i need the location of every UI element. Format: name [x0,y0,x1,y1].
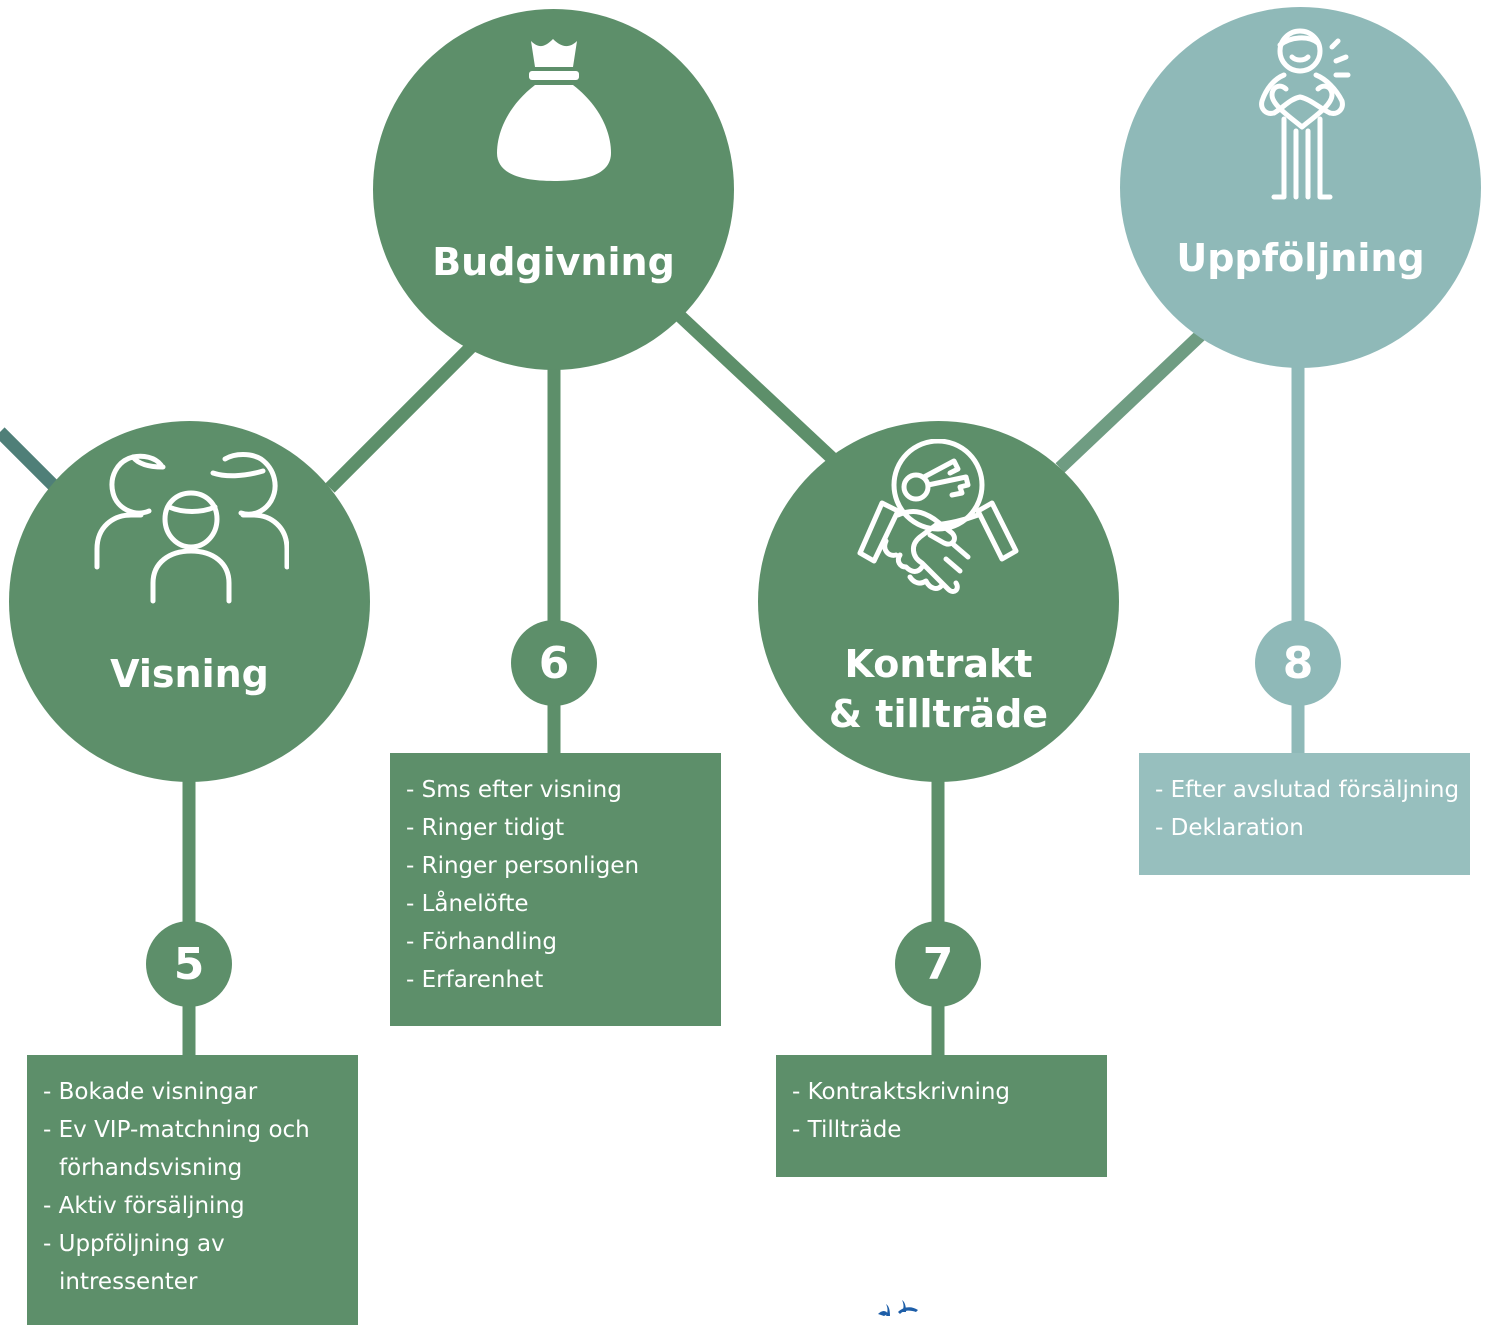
happy-person-icon [1259,28,1351,200]
step-title-kontrakt-line2: & tillträde [828,692,1049,736]
list-item: - Bokade visningar [43,1079,258,1105]
list-item: - Ringer tidigt [406,815,565,841]
list-item: - Kontraktskrivning [792,1079,1011,1105]
step-circle-uppfoljning: Uppföljning [1120,7,1481,368]
list-item: intressenter [59,1269,198,1295]
step-number-5: 5 [146,921,232,1007]
step-title-budgivning: Budgivning [432,240,675,284]
step-details-uppfoljning: - Efter avslutad försäljning - Deklarati… [1139,753,1470,875]
step-circle-visning: Visning [9,421,370,782]
birds-logo-icon [878,1300,918,1316]
list-item: - Uppföljning av [43,1231,225,1257]
people-group-icon [94,452,289,604]
step-number-8: 8 [1255,620,1341,706]
step-details-visning: - Bokade visningar - Ev VIP-matchning oc… [27,1055,358,1325]
step-details-budgivning: - Sms efter visning - Ringer tidigt - Ri… [390,753,721,1026]
list-item: - Ev VIP-matchning och [43,1117,310,1143]
list-item: - Förhandling [406,929,557,955]
step-details-kontrakt: - Kontraktskrivning - Tillträde [776,1055,1107,1177]
step-title-uppfoljning: Uppföljning [1176,236,1425,280]
list-item: - Efter avslutad försäljning [1155,777,1460,803]
list-item: - Lånelöfte [406,891,529,917]
step-number-7: 7 [895,921,981,1007]
step-title-kontrakt-line1: Kontrakt [844,642,1033,686]
list-item: - Aktiv försäljning [43,1193,245,1219]
list-item: förhandsvisning [59,1155,243,1181]
connector-kontrakt-uppfoljning [1055,325,1211,473]
connector-visning-budgivning [325,335,483,493]
list-item: - Tillträde [792,1117,902,1143]
money-bag-icon [497,39,611,181]
list-item: - Sms efter visning [406,777,622,803]
step-circle-budgivning: Budgivning [373,9,734,370]
list-item: - Ringer personligen [406,853,640,879]
handshake-keys-icon [857,439,1019,594]
step-number-6: 6 [511,620,597,706]
step-title-visning: Visning [110,652,269,696]
list-item: - Deklaration [1155,815,1304,841]
step-circle-kontrakt: Kontrakt & tillträde [758,421,1119,782]
list-item: - Erfarenhet [406,967,544,993]
connector-budgivning-kontrakt [675,311,839,465]
